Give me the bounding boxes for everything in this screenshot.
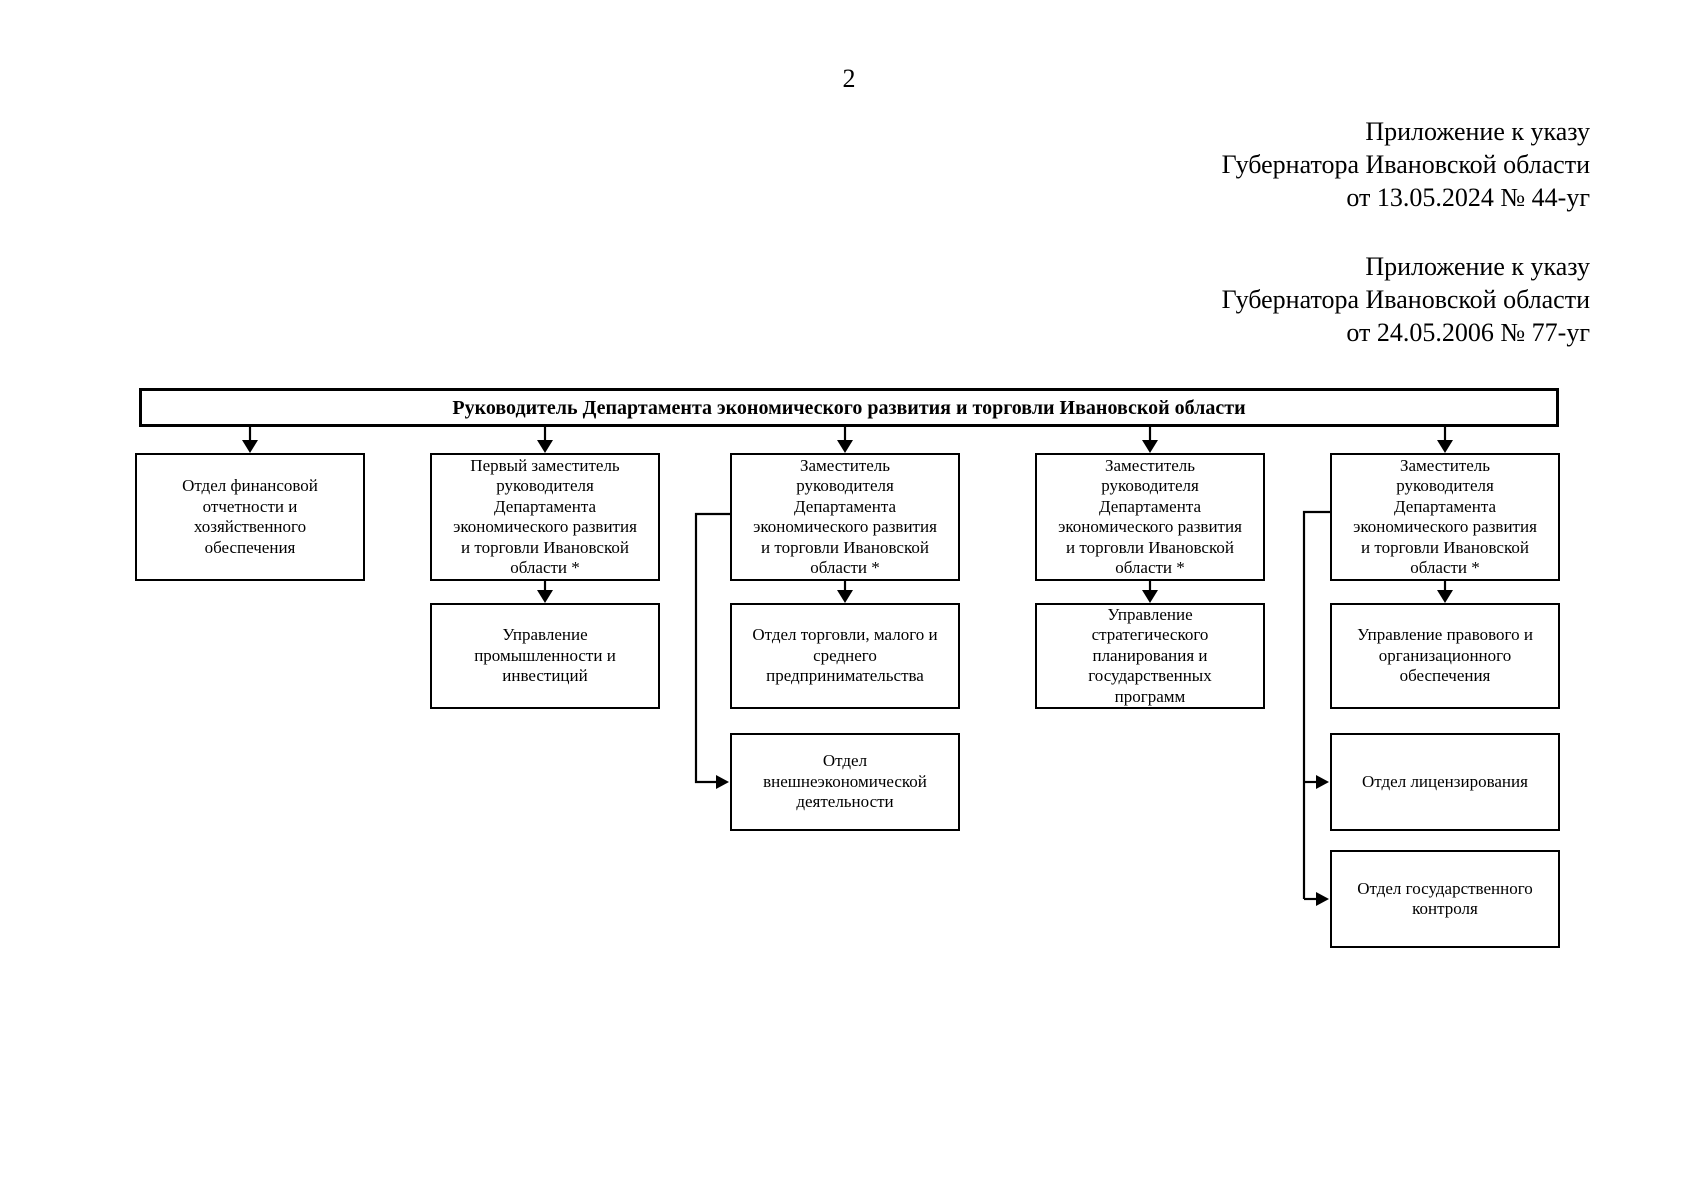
- annotation-decree-2006: Приложение к указу Губернатора Ивановско…: [1221, 252, 1590, 347]
- connector-header-to-deputy-3: [1142, 427, 1158, 453]
- connector-header-to-deputy-4: [1437, 427, 1453, 453]
- org-box-first-deputy-label: Первый заместитель руководителя Департам…: [453, 455, 637, 578]
- org-box-state-control: Отдел государственного контроля: [1330, 850, 1560, 948]
- annotation-decree-2024: Приложение к указу Губернатора Ивановско…: [1221, 117, 1590, 212]
- org-box-licensing: Отдел лицензирования: [1330, 733, 1560, 831]
- org-box-deputy-2-label: Заместитель руководителя Департамента эк…: [753, 455, 937, 578]
- org-box-first-deputy: Первый заместитель руководителя Департам…: [430, 453, 660, 581]
- org-box-trade-sme-label: Отдел торговли, малого и среднего предпр…: [752, 625, 938, 686]
- org-box-deputy-4-label: Заместитель руководителя Департамента эк…: [1353, 455, 1537, 578]
- org-box-strategic-planning-label: Управление стратегического планирования …: [1088, 604, 1212, 706]
- org-box-deputy-3: Заместитель руководителя Департамента эк…: [1035, 453, 1265, 581]
- org-box-foreign-economic-label: Отдел внешнеэкономической деятельности: [763, 751, 927, 812]
- org-box-legal-org-support-label: Управление правового и организационного …: [1357, 625, 1533, 686]
- org-box-industry-investments-label: Управление промышленности и инвестиций: [474, 625, 616, 686]
- org-box-trade-sme: Отдел торговли, малого и среднего предпр…: [730, 603, 960, 709]
- connector-deputy-2-to-trade: [837, 581, 853, 603]
- org-box-deputy-4: Заместитель руководителя Департамента эк…: [1330, 453, 1560, 581]
- org-box-director-label: Руководитель Департамента экономического…: [452, 396, 1246, 419]
- page-number: 2: [842, 64, 856, 93]
- org-box-strategic-planning: Управление стратегического планирования …: [1035, 603, 1265, 709]
- connector-first-deputy-to-industry: [537, 581, 553, 603]
- connector-header-to-first-deputy: [537, 427, 553, 453]
- org-box-deputy-3-label: Заместитель руководителя Департамента эк…: [1058, 455, 1242, 578]
- org-box-legal-org-support: Управление правового и организационного …: [1330, 603, 1560, 709]
- org-box-industry-investments: Управление промышленности и инвестиций: [430, 603, 660, 709]
- org-box-licensing-label: Отдел лицензирования: [1362, 771, 1528, 791]
- connector-deputy-4-to-legal: [1437, 581, 1453, 603]
- org-box-finance-dept: Отдел финансовой отчетности и хозяйствен…: [135, 453, 365, 581]
- connector-deputy-3-to-strategic: [1142, 581, 1158, 603]
- connector-deputy-4-to-licensing-and-control: [1302, 510, 1330, 906]
- connector-deputy-2-to-foreign: [694, 512, 730, 789]
- org-box-state-control-label: Отдел государственного контроля: [1357, 878, 1533, 919]
- org-box-director: Руководитель Департамента экономического…: [139, 388, 1559, 427]
- org-box-finance-dept-label: Отдел финансовой отчетности и хозяйствен…: [182, 476, 318, 557]
- connector-header-to-deputy-2: [837, 427, 853, 453]
- connector-header-to-finance: [242, 427, 258, 453]
- org-box-foreign-economic: Отдел внешнеэкономической деятельности: [730, 733, 960, 831]
- org-box-deputy-2: Заместитель руководителя Департамента эк…: [730, 453, 960, 581]
